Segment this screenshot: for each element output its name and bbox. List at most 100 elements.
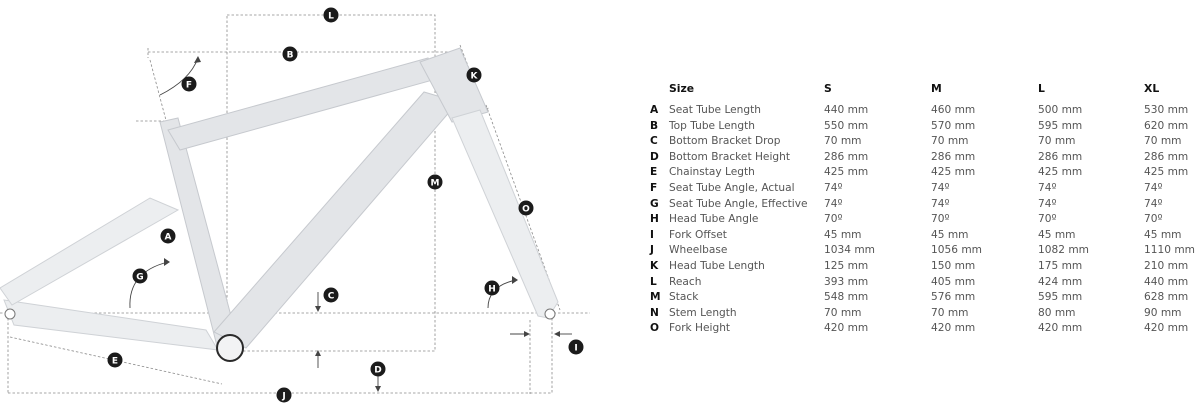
row-label: Reach [669,275,702,288]
value-m: 74º [931,197,950,210]
value-l: 175 mm [1038,259,1083,272]
front-dropout [544,308,556,320]
value-s: 420 mm [824,322,869,335]
row-key: K [650,259,659,272]
header-xl: XL [1144,82,1160,95]
row-label: Head Tube Angle [669,213,759,226]
row-label: Wheelbase [669,244,728,257]
svg-text:H: H [488,285,496,295]
row-key: L [650,275,657,288]
bottom-bracket [216,334,244,362]
value-s: 286 mm [824,150,869,163]
value-xl: 210 mm [1144,259,1189,272]
value-m: 70 mm [931,306,969,319]
value-m: 570 mm [931,119,976,132]
value-l: 1082 mm [1038,244,1089,257]
marker-o: O [518,200,534,216]
header-l: L [1038,82,1045,95]
value-s: 125 mm [824,259,869,272]
header-m: M [931,82,942,95]
marker-d: D [370,361,386,377]
row-label: Seat Tube Angle, Actual [669,181,795,194]
table-row: D Bottom Bracket Height 286 mm 286 mm 286 mm… [650,151,1197,167]
value-m: 1056 mm [931,244,982,257]
value-xl: 286 mm [1144,150,1189,163]
value-l: 425 mm [1038,166,1083,179]
marker-a: A [160,228,176,244]
marker-f: F [181,76,197,92]
row-key: D [650,150,659,163]
marker-l: L [323,7,339,23]
value-xl: 440 mm [1144,275,1189,288]
row-key: A [650,104,659,116]
marker-j: J [276,387,292,403]
fork [451,109,559,319]
value-m: 460 mm [931,104,976,116]
value-m: 70º [931,213,950,226]
value-l: 45 mm [1038,228,1076,241]
marker-b: B [282,46,298,62]
row-label: Bottom Bracket Drop [669,135,781,148]
svg-text:A: A [165,233,172,243]
svg-text:G: G [136,273,143,283]
value-s: 425 mm [824,166,869,179]
value-m: 286 mm [931,150,976,163]
seatstay [0,197,180,306]
value-l: 595 mm [1038,291,1083,304]
value-m: 420 mm [931,322,976,335]
svg-text:D: D [374,366,381,376]
row-label: Top Tube Length [669,119,755,132]
head-tube [419,47,489,123]
value-xl: 530 mm [1144,104,1189,116]
value-l: 424 mm [1038,275,1083,288]
marker-k: K [466,67,482,83]
row-label: Stem Length [669,306,737,319]
marker-g: G [132,268,148,284]
value-s: 70º [824,213,843,226]
value-xl: 70º [1144,213,1163,226]
value-l: 286 mm [1038,150,1083,163]
dimension-markers: L B K F M O A G H C I E D J [107,7,584,403]
value-xl: 74º [1144,197,1163,210]
value-s: 70 mm [824,306,862,319]
svg-text:E: E [112,357,118,367]
svg-text:F: F [186,81,192,91]
row-key: I [650,228,654,241]
value-xl: 70 mm [1144,135,1182,148]
value-l: 74º [1038,197,1057,210]
marker-e: E [107,352,123,368]
row-key: J [650,244,654,257]
svg-text:M: M [431,179,440,189]
row-label: Bottom Bracket Height [669,150,790,163]
row-label: Head Tube Length [669,259,765,272]
value-xl: 45 mm [1144,228,1182,241]
value-l: 420 mm [1038,322,1083,335]
value-l: 80 mm [1038,306,1076,319]
row-key: N [650,306,659,319]
svg-text:C: C [328,292,335,302]
value-s: 74º [824,181,843,194]
value-m: 45 mm [931,228,969,241]
value-s: 393 mm [824,275,869,288]
value-l: 74º [1038,181,1057,194]
row-key: O [650,322,660,335]
value-s: 74º [824,197,843,210]
value-l: 70 mm [1038,135,1076,148]
marker-i: I [568,339,584,355]
value-xl: 1110 mm [1144,244,1195,257]
chainstay [3,299,219,351]
